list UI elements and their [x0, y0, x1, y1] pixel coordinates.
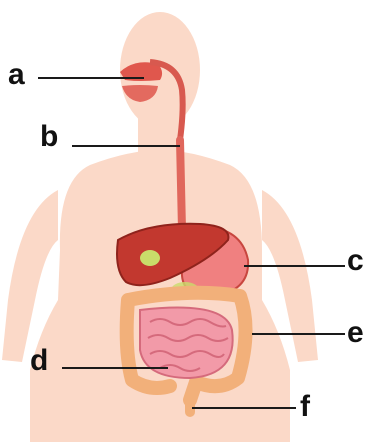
- label-a: a: [8, 60, 25, 90]
- label-c: c: [347, 246, 364, 276]
- gallbladder-icon: [140, 250, 160, 266]
- esophagus-icon: [180, 140, 182, 230]
- label-e: e: [347, 318, 364, 348]
- label-b: b: [40, 122, 58, 152]
- label-f: f: [300, 392, 310, 422]
- label-d: d: [30, 346, 48, 376]
